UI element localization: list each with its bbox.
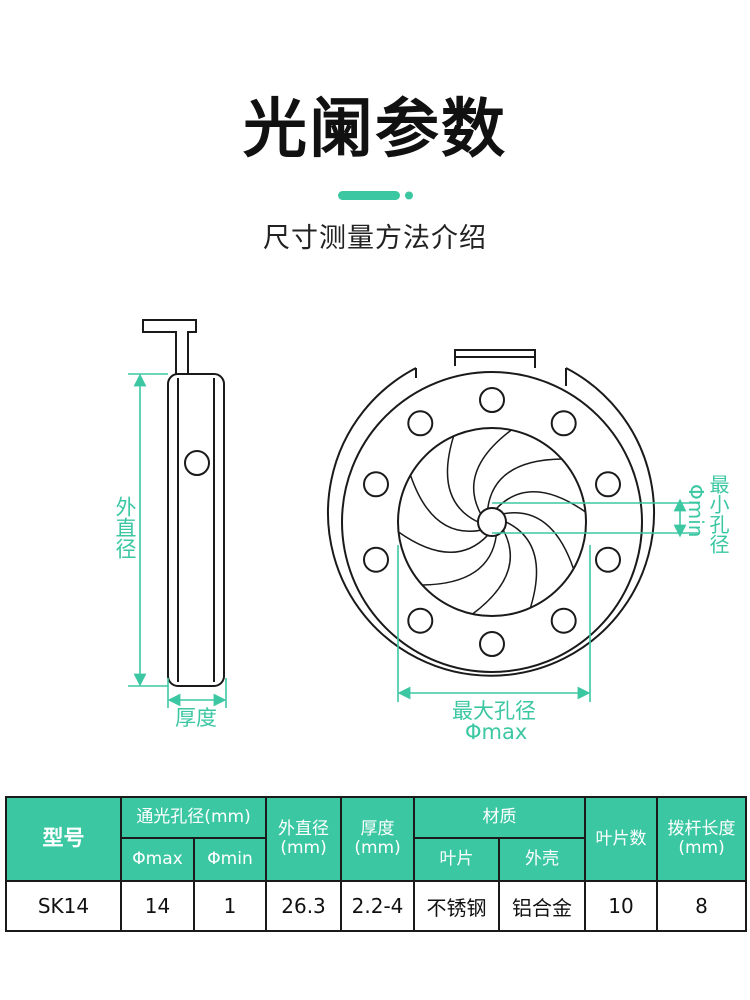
table-row: SK14 14 1 26.3 2.2-4 不锈钢 铝合金 10 8: [5, 880, 748, 932]
iris-blade: [486, 458, 562, 509]
screw-hole-icon: [184, 450, 210, 476]
cell-outer-diameter: 26.3: [265, 880, 343, 932]
cell-model: SK14: [5, 880, 122, 932]
spec-table: 型号 通光孔径(mm) 外直径(mm) 厚度(mm) 材质 叶片数 拨杆长度(m…: [5, 796, 748, 932]
iris-blades: [398, 429, 586, 615]
mounting-hole-icon: [363, 471, 389, 498]
min-aperture-symbol: Φmin: [684, 484, 708, 538]
iris-blade: [505, 521, 538, 609]
cell-lever-length: 8: [656, 880, 748, 932]
header-blade: 叶片: [413, 837, 501, 882]
page-subtitle: 尺寸测量方法介绍: [263, 223, 487, 254]
outer-diameter-label: 外直径: [113, 496, 137, 559]
mounting-hole-icon: [550, 410, 577, 437]
mounting-hole-icon: [407, 410, 434, 437]
max-aperture-symbol: Φmax: [465, 720, 528, 744]
header-blade-count: 叶片数: [584, 796, 659, 882]
min-aperture-label: 最小孔径: [706, 474, 730, 554]
iris-blade: [398, 531, 489, 553]
iris-blade: [409, 474, 481, 532]
header-phi-max: Φmax: [120, 837, 195, 882]
mounting-hole-icon: [550, 607, 577, 634]
iris-blade: [495, 491, 586, 513]
iris-blade: [472, 529, 512, 615]
header-shell: 外壳: [498, 837, 587, 882]
header-material: 材质: [413, 796, 587, 839]
header-phi-min: Φmin: [192, 837, 268, 882]
header-thickness: 厚度(mm): [340, 796, 416, 882]
side-dimensions: [128, 373, 227, 708]
mounting-hole-icon: [479, 631, 505, 657]
cell-blade: 不锈钢: [413, 880, 501, 932]
header-aperture: 通光孔径(mm): [119, 796, 268, 839]
cell-shell: 铝合金: [498, 880, 587, 932]
iris-diagram: [128, 319, 700, 708]
side-view: [142, 319, 225, 687]
page-title: 光阑参数: [243, 93, 507, 167]
cell-blade-count: 10: [584, 880, 659, 932]
title-divider: [338, 187, 418, 206]
mounting-holes: [363, 387, 621, 657]
header-model: 型号: [5, 796, 122, 882]
mounting-hole-icon: [595, 471, 621, 498]
iris-blade: [503, 512, 575, 570]
mounting-hole-icon: [407, 607, 434, 634]
cell-thickness: 2.2-4: [340, 880, 416, 932]
cell-phi-max: 14: [120, 880, 195, 932]
front-dimensions: [397, 498, 700, 702]
front-view: [327, 349, 655, 677]
divider-graphic: [338, 191, 413, 200]
iris-blade: [472, 429, 512, 515]
iris-blade: [446, 435, 479, 523]
mounting-hole-icon: [595, 546, 621, 573]
mounting-hole-icon: [363, 546, 389, 573]
max-aperture-label: 最大孔径: [452, 699, 536, 723]
iris-blade: [422, 535, 498, 586]
cell-phi-min: 1: [192, 880, 268, 932]
header-outer-diameter: 外直径(mm): [265, 796, 343, 882]
thickness-label: 厚度: [175, 706, 217, 730]
header-lever-length: 拨杆长度(mm): [656, 796, 748, 882]
mounting-hole-icon: [479, 387, 505, 413]
